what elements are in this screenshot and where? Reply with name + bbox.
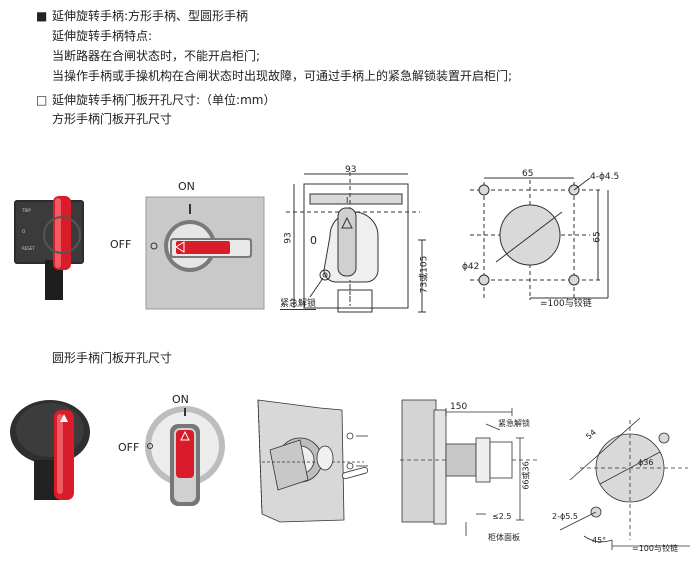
square-dim-93-top: 93	[345, 165, 357, 175]
square-handle-technical	[286, 172, 426, 313]
round-off-label: OFF	[118, 441, 140, 454]
round-dim-100: =100与铰链	[632, 544, 678, 553]
intro-line-4: 当操作手柄或手操机构在合闸状态时出现故障，可通过手柄上的紧急解锁装置开启柜门;	[52, 69, 513, 83]
square-dim-100: =100与铰链	[540, 299, 592, 309]
square-dim-65-top: 65	[522, 169, 534, 179]
round-drilling-pattern	[559, 417, 690, 550]
square-hole-4: 4-ϕ4.5	[590, 172, 620, 182]
square-hole-42: ϕ42	[462, 262, 480, 272]
bullet-filled-icon: ■	[36, 9, 48, 23]
square-section-title: 方形手柄门板开孔尺寸	[52, 112, 173, 126]
round-dim-25: ≤2.5	[492, 512, 512, 521]
round-angle: 45°	[592, 536, 607, 545]
square-emergency-label: 紧急解锁	[280, 296, 317, 310]
intro-line-1: 延伸旋转手柄:方形手柄、型圆形手柄	[52, 9, 249, 23]
round-dim-66: 66或36	[521, 461, 531, 490]
round-section-title: 圆形手柄门板开孔尺寸	[52, 351, 173, 365]
square-on-label: ON	[178, 180, 195, 193]
round-handle-assembly	[257, 399, 369, 523]
intro-line-5: 延伸旋转手柄门板开孔尺寸:（单位:mm）	[52, 93, 276, 107]
round-hole-2: 2-ϕ5.5	[552, 512, 578, 521]
svg-text:O: O	[22, 229, 25, 234]
svg-text:RESET: RESET	[22, 246, 35, 251]
intro-line-2: 延伸旋转手柄特点:	[52, 29, 153, 43]
square-handle-photo: TRIP O RESET	[14, 196, 84, 300]
svg-text:TRIP: TRIP	[21, 208, 31, 213]
round-handle-section	[400, 399, 540, 536]
round-hole-36: ϕ36	[638, 458, 654, 467]
bullet-hollow-icon: □	[36, 93, 48, 107]
round-handle-front	[145, 406, 225, 506]
square-off-label: OFF	[110, 238, 132, 251]
round-handle-photo	[10, 400, 90, 500]
intro-line-3: 当断路器在合闸状态时，不能开启柜门;	[52, 49, 261, 63]
square-pos1-label: I	[346, 196, 349, 205]
square-pos0-label: 0	[310, 234, 317, 247]
round-dim-150: 150	[450, 402, 468, 412]
square-handle-front	[145, 196, 265, 310]
round-door-label: 柜体面板	[488, 533, 520, 542]
round-emergency-label: 紧急解锁	[498, 419, 530, 428]
square-drilling-pattern	[470, 177, 609, 300]
round-on-label: ON	[172, 393, 189, 406]
